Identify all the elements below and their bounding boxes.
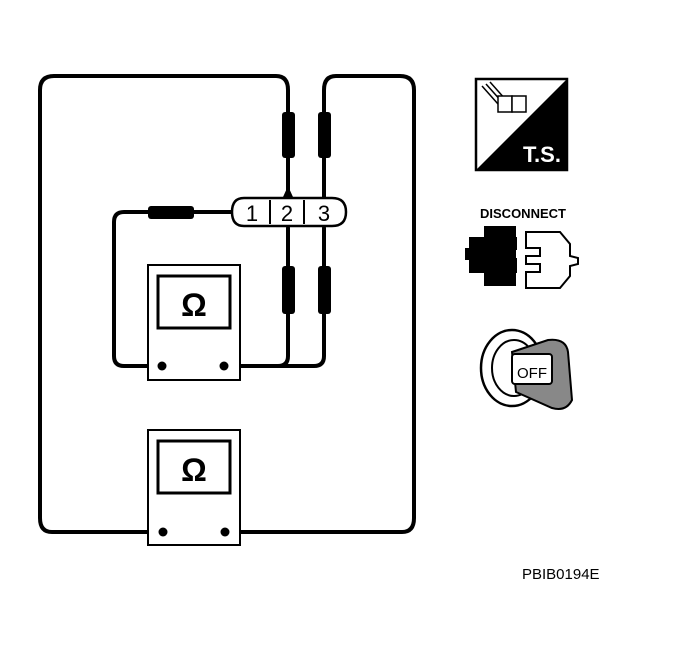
probe-terminal-lower-left: [158, 527, 168, 537]
probe-terminal-upper-right: [219, 361, 229, 371]
connector-pin-2: 2: [281, 201, 293, 226]
disconnect-label: DISCONNECT: [480, 206, 566, 221]
connector-pin-3: 3: [318, 201, 330, 226]
ohmmeter-upper: Ω: [147, 264, 241, 381]
wire-lower-left-pin2: [38, 74, 290, 534]
harness-connector: 1 2 3: [230, 186, 348, 228]
ts-label: T.S.: [523, 142, 561, 167]
probe-terminal-upper-left: [157, 361, 167, 371]
wire-lower-right-pin3: [223, 74, 416, 534]
probe-sleeve-pin3-lower: [318, 266, 331, 314]
ignition-key-off-icon: OFF: [479, 328, 574, 410]
probe-sleeve-pin2-lower: [282, 266, 295, 314]
probe-sleeve-pin3-upper: [318, 112, 331, 158]
ts-icon: T.S.: [474, 77, 569, 172]
ohm-symbol-upper: Ω: [181, 287, 207, 323]
probe-sleeve-pin2-upper: [282, 112, 295, 158]
figure-code: PBIB0194E: [522, 566, 600, 583]
disconnect-connector-icon: DISCONNECT: [465, 206, 579, 289]
ohmmeter-lower: Ω: [147, 429, 241, 546]
ohm-symbol-lower: Ω: [181, 452, 207, 488]
connector-pin-1: 1: [246, 201, 258, 226]
probe-sleeve-pin1: [148, 206, 194, 219]
wire-pin3-down: [238, 226, 326, 368]
wire-upper-left-pin1: [112, 210, 240, 368]
ignition-off-label: OFF: [517, 365, 547, 382]
probe-terminal-lower-right: [220, 527, 230, 537]
